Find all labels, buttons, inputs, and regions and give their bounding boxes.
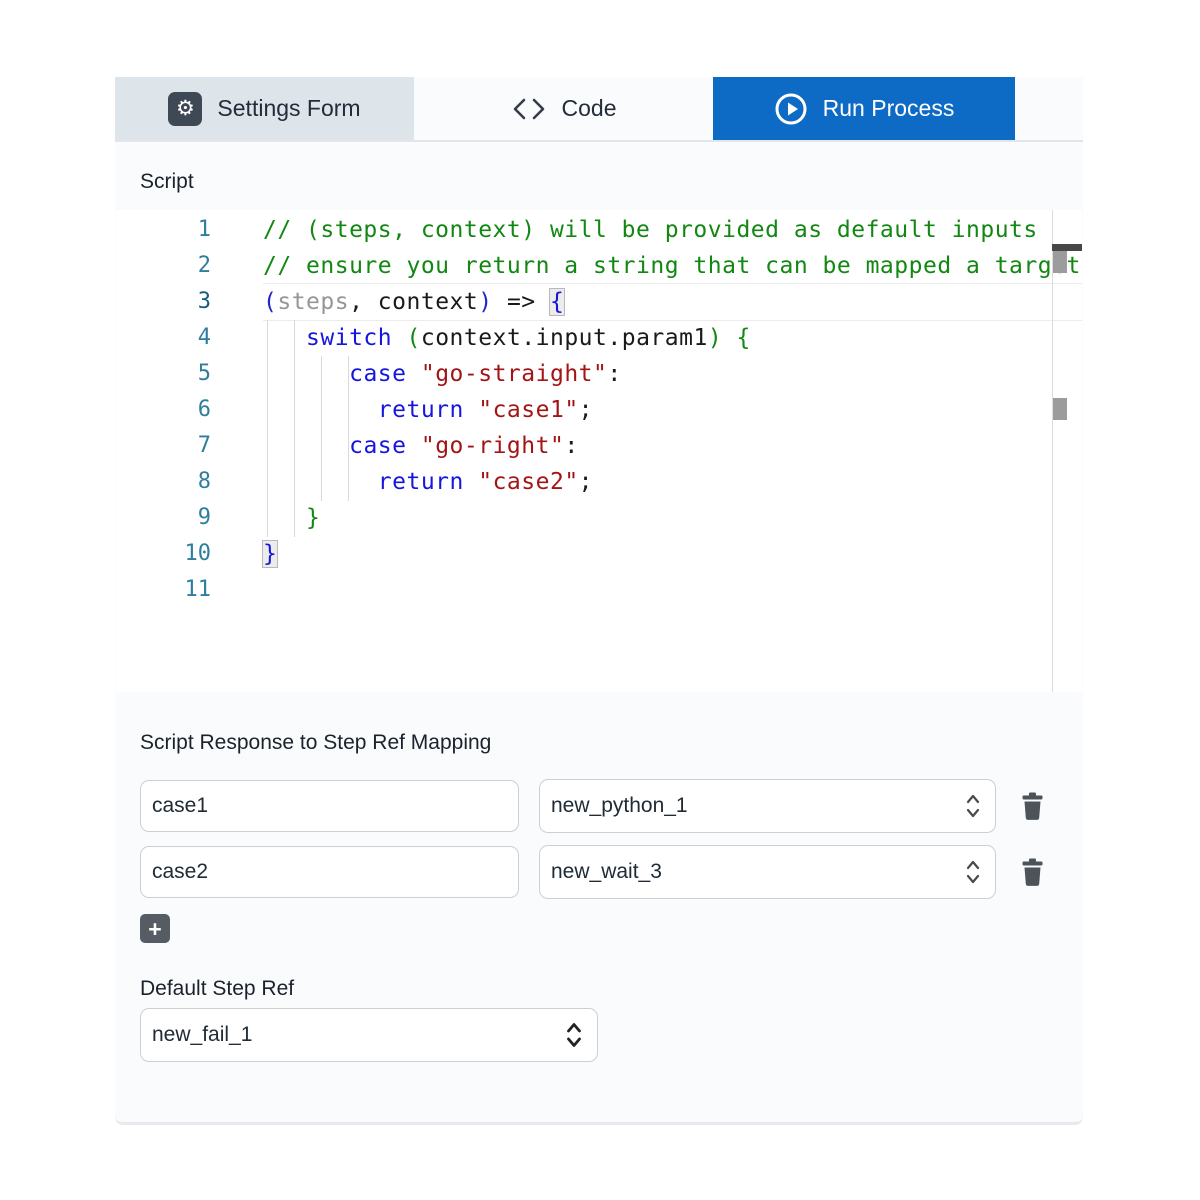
tab-code[interactable]: Code xyxy=(414,77,713,140)
line-number: 4 xyxy=(197,325,211,350)
indent-guide xyxy=(321,356,322,501)
code-line: switch (context.input.param1) { xyxy=(306,325,751,351)
chevron-up-down-icon xyxy=(965,858,981,886)
trash-icon xyxy=(1020,858,1045,887)
scrollbar-annotation-bar xyxy=(1052,244,1082,251)
play-circle-icon xyxy=(774,92,808,126)
step-ref-selected-value: new_wait_3 xyxy=(551,860,662,883)
line-number: 8 xyxy=(197,469,211,494)
add-mapping-row-button[interactable]: + xyxy=(140,914,170,943)
script-code-editor[interactable]: 1 2 3 4 5 6 7 8 9 10 11 // (steps, context) will b… xyxy=(116,210,1082,692)
mapping-rows: new_python_1 xyxy=(140,779,1050,899)
code-line: } xyxy=(263,541,278,567)
mapping-section-heading: Script Response to Step Ref Mapping xyxy=(140,731,492,754)
step-ref-select[interactable]: new_python_1 xyxy=(539,779,996,833)
tab-code-label: Code xyxy=(561,95,617,121)
gear-icon: ⚙ xyxy=(168,91,203,126)
code-brackets-icon xyxy=(511,97,547,121)
scrollbar-track xyxy=(1052,210,1053,692)
indent-guide xyxy=(267,320,268,537)
step-ref-selected-value: new_python_1 xyxy=(551,794,688,817)
code-line xyxy=(263,572,1082,608)
delete-row-button[interactable] xyxy=(1020,792,1045,821)
code-line: } xyxy=(306,505,321,531)
tab-settings-form-label: Settings Form xyxy=(217,95,361,121)
code-line: case "go-right": xyxy=(349,433,579,459)
line-number: 7 xyxy=(197,433,211,458)
chevron-up-down-icon xyxy=(965,792,981,820)
line-number: 9 xyxy=(197,505,211,530)
line-number: 11 xyxy=(184,577,212,602)
trash-icon xyxy=(1020,792,1045,821)
code-lines: // (steps, context) will be provided as … xyxy=(263,212,1082,608)
line-number-gutter: 1 2 3 4 5 6 7 8 9 10 11 xyxy=(116,212,212,608)
default-step-ref-select[interactable]: new_fail_1 xyxy=(140,1008,598,1062)
tab-bar-filler xyxy=(1015,77,1083,140)
indent-guide xyxy=(348,356,349,501)
response-value-input[interactable] xyxy=(140,846,519,898)
tab-bar: ⚙ Settings Form Code Run Process xyxy=(115,77,1083,142)
tab-run-process[interactable]: Run Process xyxy=(713,77,1015,140)
default-step-ref-label: Default Step Ref xyxy=(140,977,295,1000)
script-field-label: Script xyxy=(140,170,194,193)
code-line: // ensure you return a string that can b… xyxy=(263,253,1081,279)
indent-guide xyxy=(294,320,295,537)
line-number: 6 xyxy=(197,397,211,422)
line-number: 10 xyxy=(184,541,212,566)
line-number: 1 xyxy=(197,217,211,242)
chevron-up-down-icon xyxy=(565,1020,583,1050)
line-number: 3 xyxy=(197,289,211,314)
code-line: // (steps, context) will be provided as … xyxy=(263,217,1038,243)
code-line: return "case1"; xyxy=(377,397,594,423)
response-value-input[interactable] xyxy=(140,780,519,832)
code-line: return "case2"; xyxy=(377,469,594,495)
mapping-row: new_python_1 xyxy=(140,779,1050,833)
line-number: 2 xyxy=(197,253,211,278)
delete-row-button[interactable] xyxy=(1020,858,1045,887)
scrollbar-thumb[interactable] xyxy=(1053,251,1067,273)
code-line: (steps, context) => { xyxy=(263,284,1082,320)
default-step-ref-selected-value: new_fail_1 xyxy=(152,1023,253,1046)
step-ref-select[interactable]: new_wait_3 xyxy=(539,845,996,899)
tab-settings-form[interactable]: ⚙ Settings Form xyxy=(115,77,414,140)
scrollbar-thumb[interactable] xyxy=(1053,398,1067,420)
line-number: 5 xyxy=(197,361,211,386)
code-line: case "go-straight": xyxy=(349,361,622,387)
mapping-row: new_wait_3 xyxy=(140,845,1050,899)
tab-run-process-label: Run Process xyxy=(822,95,955,121)
